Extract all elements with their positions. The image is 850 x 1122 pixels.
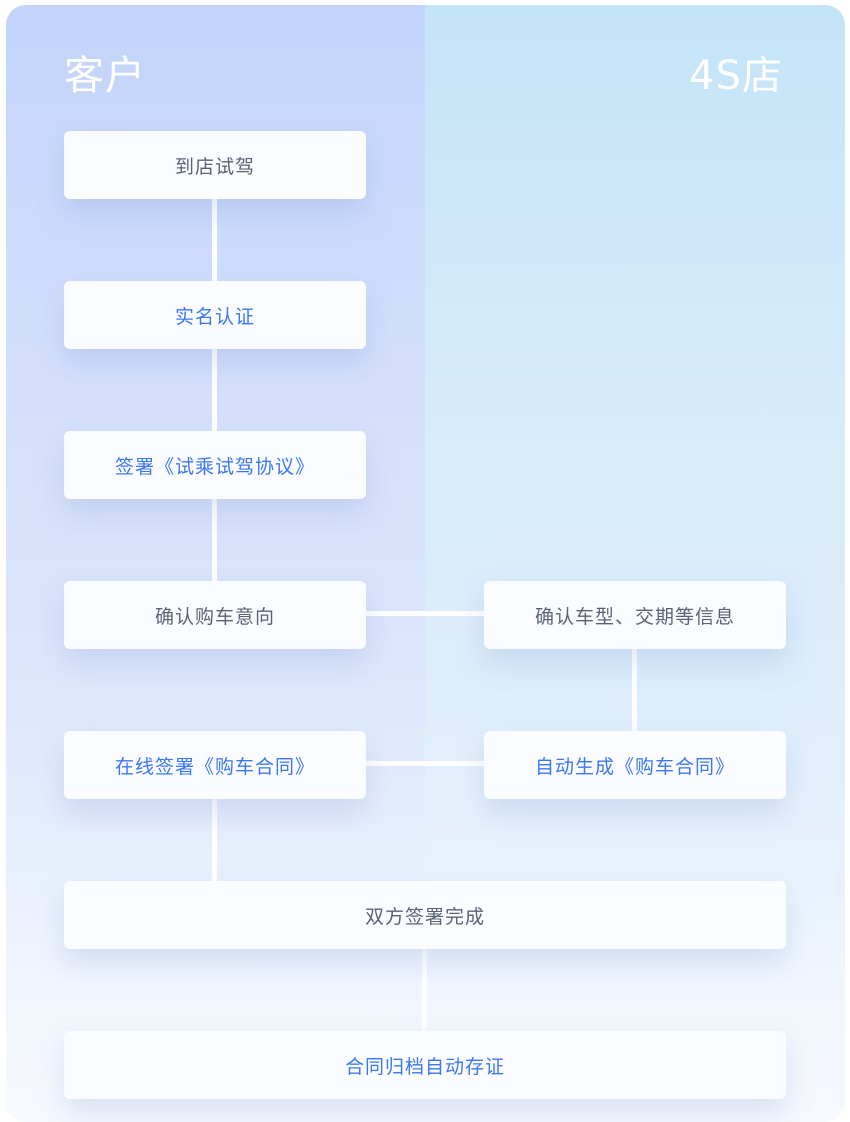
connector-line bbox=[212, 795, 217, 885]
step-test-drive: 到店试驾 bbox=[64, 131, 366, 199]
dealer-lane-title: 4S店 bbox=[689, 53, 783, 99]
step-confirm-purchase-intent: 确认购车意向 bbox=[64, 581, 366, 649]
connector-line bbox=[364, 761, 486, 766]
connector-line bbox=[212, 495, 217, 585]
connector-line bbox=[422, 945, 427, 1035]
connector-line bbox=[632, 645, 637, 735]
connector-line bbox=[212, 345, 217, 435]
customer-lane-title: 客户 bbox=[64, 53, 146, 99]
step-confirm-model-info: 确认车型、交期等信息 bbox=[484, 581, 786, 649]
step-sign-test-drive-agreement: 签署《试乘试驾协议》 bbox=[64, 431, 366, 499]
connector-line bbox=[364, 611, 486, 616]
step-real-name-verification: 实名认证 bbox=[64, 281, 366, 349]
connector-line bbox=[212, 195, 217, 285]
step-contract-archive: 合同归档自动存证 bbox=[64, 1031, 786, 1099]
flow-diagram: 客户 4S店 到店试驾 实名认证 签署《试乘试驾协议》 确认购车意向 确认车型、… bbox=[6, 5, 845, 1122]
dealer-lane bbox=[425, 5, 845, 1122]
step-both-parties-signed: 双方签署完成 bbox=[64, 881, 786, 949]
step-auto-generate-contract: 自动生成《购车合同》 bbox=[484, 731, 786, 799]
step-sign-contract-online: 在线签署《购车合同》 bbox=[64, 731, 366, 799]
